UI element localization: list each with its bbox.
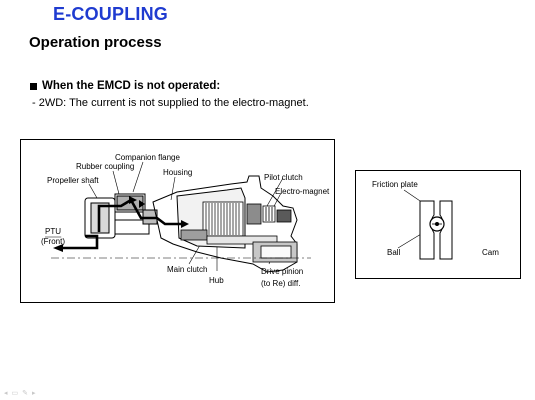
label-cam: Cam bbox=[482, 248, 499, 257]
bullet-heading: When the EMCD is not operated: bbox=[42, 80, 221, 92]
label-ball: Ball bbox=[387, 248, 401, 257]
coupling-cross-section-svg: Companion flange Rubber coupling Propell… bbox=[41, 153, 330, 288]
label-hub: Hub bbox=[209, 276, 224, 285]
coupling-cross-section-diagram: Companion flange Rubber coupling Propell… bbox=[20, 139, 335, 303]
label-drive-pinion: Drive pinion bbox=[261, 267, 303, 276]
menu-icon[interactable]: ▭ bbox=[11, 390, 19, 397]
ball-cam-svg: Friction plate Ball Cam bbox=[372, 180, 499, 260]
label-propeller-shaft: Propeller shaft bbox=[47, 176, 99, 185]
label-pilot-clutch: Pilot clutch bbox=[264, 173, 303, 182]
next-slide-icon[interactable]: ▸ bbox=[32, 390, 36, 397]
main-clutch-plates bbox=[202, 201, 244, 237]
pen-icon[interactable]: ✎ bbox=[22, 390, 29, 397]
label-housing: Housing bbox=[163, 168, 192, 177]
square-bullet-icon bbox=[30, 82, 37, 90]
bullet-heading-row: When the EMCD is not operated: bbox=[30, 80, 220, 92]
label-to-re-diff: (to Re) diff. bbox=[261, 279, 300, 288]
label-ptu: PTU bbox=[45, 227, 61, 236]
label-companion-flange: Companion flange bbox=[115, 153, 180, 162]
bullet-description: - 2WD: The current is not supplied to th… bbox=[32, 97, 309, 109]
prev-slide-icon[interactable]: ◂ bbox=[4, 390, 8, 397]
label-front: (Front) bbox=[41, 237, 65, 246]
label-main-clutch: Main clutch bbox=[167, 265, 207, 274]
label-electro-magnet: Electro-magnet bbox=[275, 187, 330, 196]
slide-navigation-controls: ◂ ▭ ✎ ▸ bbox=[4, 389, 36, 397]
ball-cam-diagram: Friction plate Ball Cam bbox=[355, 170, 521, 279]
slide-subtitle: Operation process bbox=[29, 34, 162, 51]
slide-title: E-COUPLING bbox=[53, 4, 169, 24]
label-rubber-coupling: Rubber coupling bbox=[76, 162, 134, 171]
label-friction-plate: Friction plate bbox=[372, 180, 418, 189]
